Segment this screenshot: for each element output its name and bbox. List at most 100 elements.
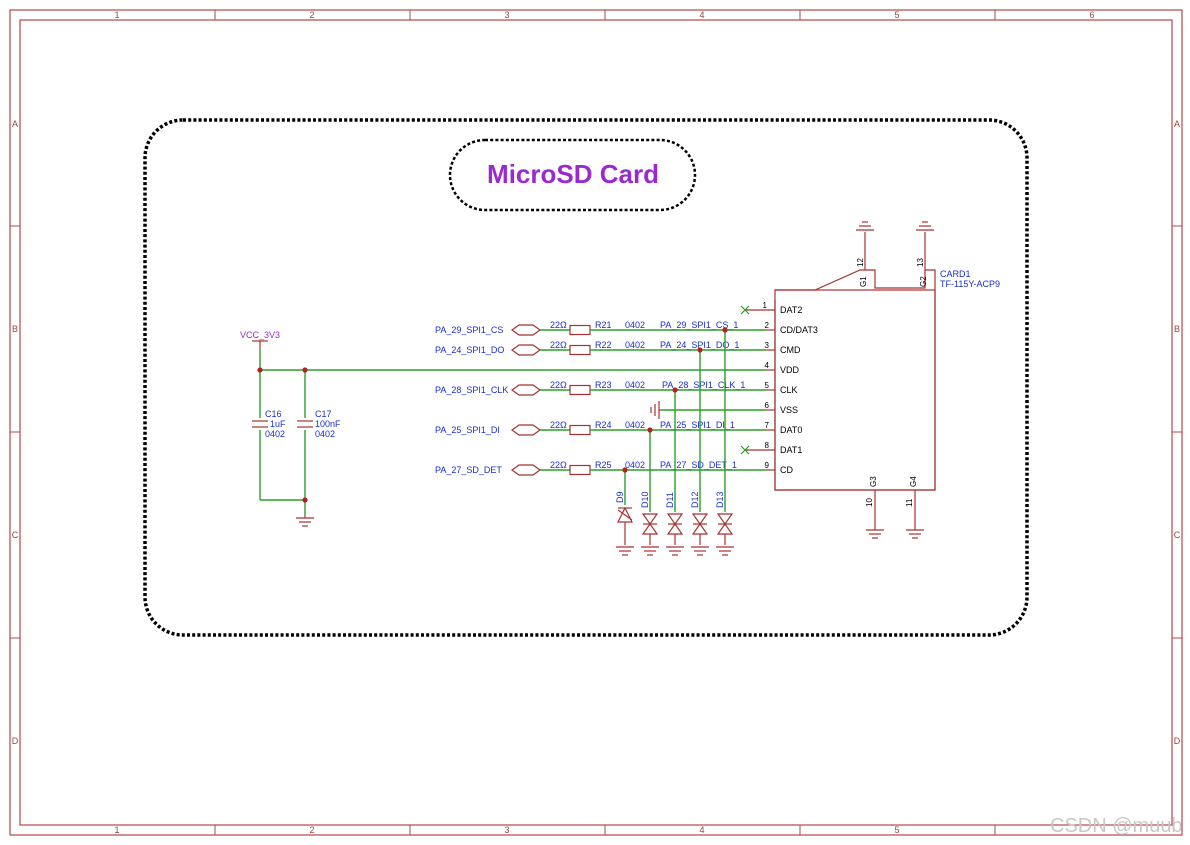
- junction-dot: [622, 467, 628, 473]
- res-ref: R21: [595, 320, 612, 330]
- shield-bottom-pins: [874, 490, 916, 530]
- net-port-icon: [510, 324, 542, 336]
- resistor-r22: [569, 344, 591, 356]
- res-value: 22Ω: [550, 380, 567, 390]
- zone-row-label: D: [12, 736, 19, 746]
- vss-wire: [650, 401, 765, 419]
- cap-value: 100nF: [315, 419, 341, 429]
- net-port-icon: [510, 344, 542, 356]
- signal-row-det: [510, 464, 765, 476]
- pin-names: DAT2 CD/DAT3 CMD VDD CLK VSS DAT0 DAT1 C…: [780, 305, 818, 475]
- net-label: PA_28_SPI1_CLK: [435, 385, 508, 395]
- net-out-label: PA_27_SD_DET_1: [660, 460, 737, 470]
- cap-value: 1uF: [270, 419, 286, 429]
- net-port-icon: [510, 464, 542, 476]
- res-value: 22Ω: [550, 340, 567, 350]
- diode-ref: D10: [640, 491, 650, 508]
- watermark: CSDN @muub: [1050, 815, 1183, 837]
- zone-labels-left: A B C D: [12, 119, 19, 746]
- cap-package: 0402: [265, 429, 285, 439]
- res-value: 22Ω: [550, 320, 567, 330]
- diode-ref: D9: [615, 491, 625, 503]
- zone-col-label: 5: [894, 825, 899, 835]
- res-value: 22Ω: [550, 420, 567, 430]
- zone-row-label: A: [12, 119, 18, 129]
- pin-name: DAT0: [780, 425, 802, 435]
- res-package: 0402: [625, 380, 645, 390]
- net-out-label: PA_24_SPI1_DO_1: [660, 340, 739, 350]
- shield-top-pins: [864, 232, 926, 270]
- pin-name: CD: [780, 465, 793, 475]
- inner-frame: [19, 19, 1173, 826]
- cap-ref: C16: [265, 409, 282, 419]
- junction-dot: [672, 387, 678, 393]
- outer-frame: [9, 9, 1183, 836]
- res-package: 0402: [625, 460, 645, 470]
- diode-ref: D11: [665, 492, 675, 508]
- signal-row-cs: [510, 324, 765, 336]
- ground-icon: [650, 401, 662, 419]
- res-value: 22Ω: [550, 460, 567, 470]
- zone-col-label: 2: [309, 10, 314, 20]
- shield-pin-number: 11: [905, 498, 914, 507]
- resistor-r23: [569, 384, 591, 396]
- res-package: 0402: [625, 420, 645, 430]
- junction-dot: [302, 367, 308, 373]
- pin-name: DAT1: [780, 445, 802, 455]
- pin-name: VSS: [780, 405, 798, 415]
- ground-icon: [866, 529, 924, 539]
- junction-dot: [257, 367, 263, 373]
- zone-col-label: 4: [699, 825, 704, 835]
- title-box: [448, 138, 697, 212]
- diode-d11-icon: [666, 513, 684, 545]
- shield-pin-number: 13: [916, 258, 925, 267]
- pin-name: DAT2: [780, 305, 802, 315]
- diode-ref: D12: [690, 491, 700, 508]
- net-port-icon: [510, 384, 542, 396]
- res-ref: R23: [595, 380, 612, 390]
- vcc-label: VCC_3V3: [240, 330, 280, 340]
- net-out-label: PA_25_SPI1_DI_1: [660, 420, 735, 430]
- capacitor-c17: [297, 418, 313, 430]
- pin-number: 7: [765, 421, 770, 430]
- net-label: PA_24_SPI1_DO: [435, 345, 504, 355]
- pin-number: 8: [765, 441, 770, 450]
- zone-row-label: C: [12, 530, 19, 540]
- signal-row-di: [510, 424, 765, 436]
- net-label: PA_25_SPI1_DI: [435, 425, 500, 435]
- pin-number: 1: [763, 301, 768, 310]
- connector-part: TF-115Y-ACP9: [940, 279, 1000, 289]
- zone-row-label: D: [1174, 736, 1181, 746]
- zone-labels-top: 1 2 3 4 5 6: [114, 10, 1094, 20]
- net-out-label: PA_29_SPI1_CS_1: [660, 320, 738, 330]
- res-ref: R24: [595, 420, 612, 430]
- card-connector-body: [774, 269, 936, 491]
- junction-dot: [647, 427, 653, 433]
- zone-labels-right: A B C D: [1174, 119, 1181, 746]
- resistor-r24: [569, 424, 591, 436]
- pin-number: 9: [765, 461, 770, 470]
- pin-name: CD/DAT3: [780, 325, 818, 335]
- zone-dividers: [10, 10, 1182, 835]
- ground-icon: [616, 546, 734, 556]
- zone-col-label: 6: [1089, 10, 1094, 20]
- power-wires: [259, 350, 765, 515]
- no-connect-icon: [740, 305, 750, 455]
- zone-row-label: B: [1174, 324, 1180, 334]
- cap-package: 0402: [315, 429, 335, 439]
- page-title: MicroSD Card: [487, 159, 659, 189]
- shield-pin-name: G2: [919, 276, 928, 287]
- zone-col-label: 1: [114, 825, 119, 835]
- capacitor-c16: [252, 418, 268, 430]
- res-package: 0402: [625, 320, 645, 330]
- diode-d12-icon: [691, 513, 709, 545]
- pin-number: 4: [765, 361, 770, 370]
- shield-pin-name: G3: [869, 476, 878, 487]
- junction-dot: [722, 327, 728, 333]
- resistor-r25: [569, 464, 591, 476]
- pin-name: CLK: [780, 385, 798, 395]
- shield-pin-number: 10: [865, 498, 874, 507]
- cap-ref: C17: [315, 409, 332, 419]
- pin-name: CMD: [780, 345, 801, 355]
- vcc-symbol: [252, 340, 268, 350]
